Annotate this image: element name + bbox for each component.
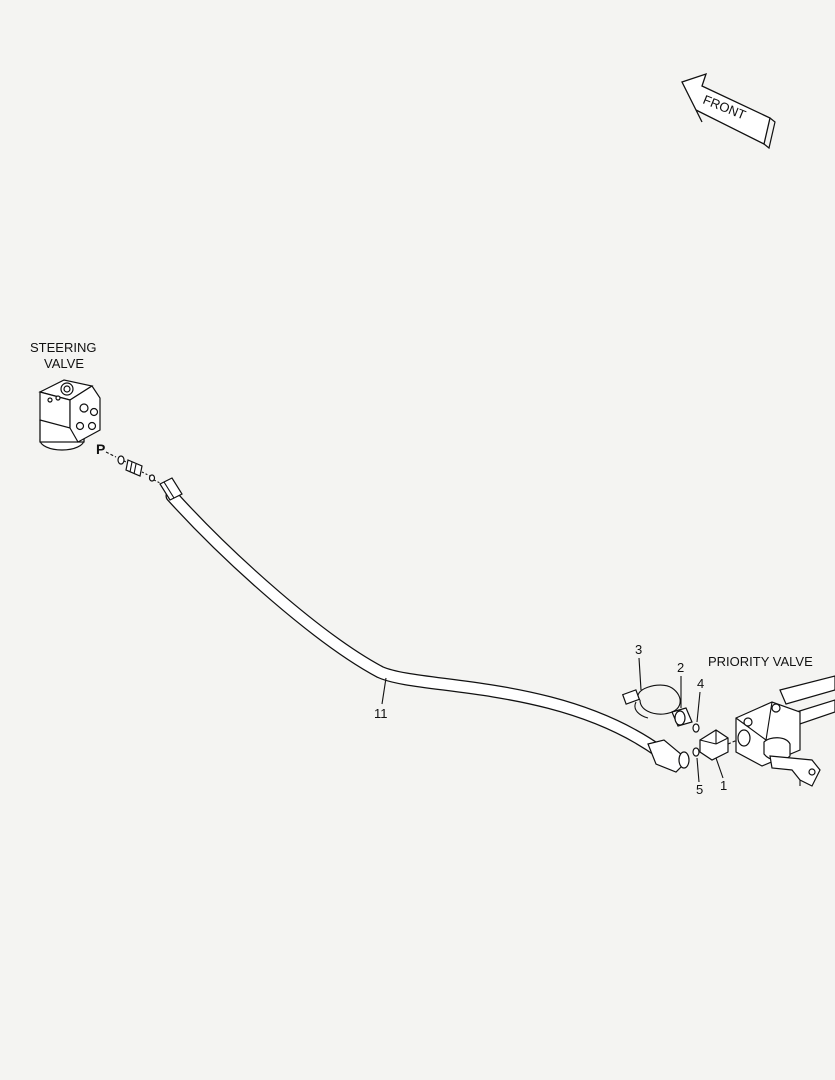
callout-1: 1 bbox=[720, 778, 727, 793]
priority-valve-label: PRIORITY VALVE bbox=[708, 654, 813, 669]
adapter-fitting-steering bbox=[125, 459, 143, 477]
callout-4: 4 bbox=[697, 676, 704, 691]
steering-valve-label-line1: STEERING bbox=[30, 340, 96, 355]
steering-valve-label-line2: VALVE bbox=[44, 356, 84, 371]
front-arrow: FRONT bbox=[681, 72, 776, 150]
priority-valve bbox=[735, 675, 835, 787]
callout-5: 5 bbox=[696, 782, 703, 797]
o-ring-hose bbox=[148, 474, 156, 482]
callout-3: 3 bbox=[635, 642, 642, 657]
o-ring-steering bbox=[117, 455, 125, 465]
steering-valve bbox=[38, 379, 101, 451]
o-ring-4 bbox=[692, 723, 700, 733]
hose-11 bbox=[159, 477, 690, 773]
pressure-switch-3 bbox=[621, 684, 681, 719]
o-ring-5 bbox=[692, 747, 700, 757]
callout-11: 11 bbox=[374, 706, 388, 721]
port-p-label: P bbox=[96, 441, 105, 457]
tee-fitting-1 bbox=[699, 729, 729, 761]
fitting-2 bbox=[671, 707, 693, 727]
callout-2: 2 bbox=[677, 660, 684, 675]
